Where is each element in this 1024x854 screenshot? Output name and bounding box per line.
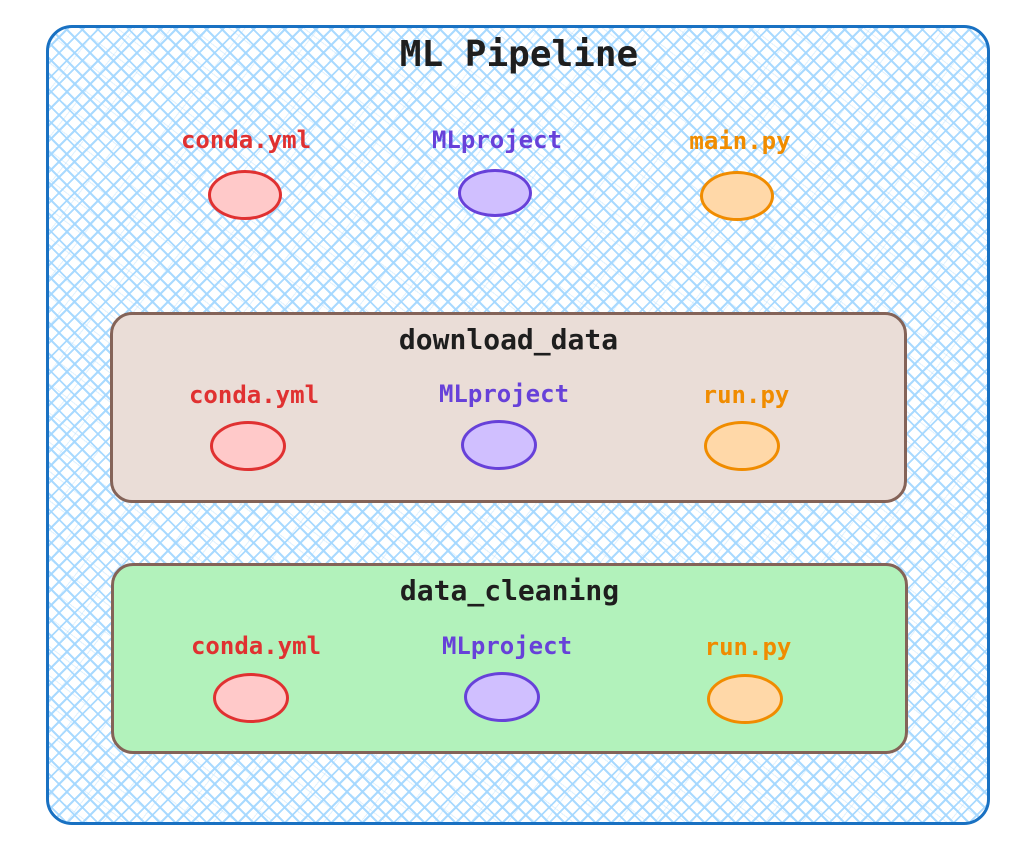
- mlproject-file-node[interactable]: [458, 169, 532, 217]
- stage-file-label-mlproject: MLproject: [438, 380, 570, 408]
- stage-file-label-conda: conda.yml: [190, 632, 322, 660]
- main-py-file-node[interactable]: [700, 171, 774, 221]
- root-file-label-conda: conda.yml: [180, 126, 312, 154]
- stage-download-data[interactable]: download_data conda.yml MLproject run.py: [110, 312, 907, 503]
- stage-file-label-run: run.py: [702, 381, 790, 409]
- stage-file-label-mlproject: MLproject: [441, 632, 573, 660]
- stage-data-cleaning[interactable]: data_cleaning conda.yml MLproject run.py: [111, 563, 908, 754]
- root-file-label-main: main.py: [689, 127, 791, 155]
- root-file-label-mlproject: MLproject: [431, 126, 563, 154]
- stage-file-label-run: run.py: [704, 633, 792, 661]
- stage-file-label-conda: conda.yml: [188, 381, 320, 409]
- stage-title-data-cleaning: data_cleaning: [399, 574, 620, 607]
- stage-title-download-data: download_data: [398, 323, 619, 356]
- run-py-file-node[interactable]: [704, 421, 780, 471]
- conda-file-node[interactable]: [213, 673, 289, 723]
- conda-file-node[interactable]: [210, 421, 286, 471]
- run-py-file-node[interactable]: [707, 674, 783, 724]
- pipeline-title: ML Pipeline: [399, 34, 639, 75]
- mlproject-file-node[interactable]: [464, 672, 540, 722]
- conda-file-node[interactable]: [208, 170, 282, 220]
- mlproject-file-node[interactable]: [461, 420, 537, 470]
